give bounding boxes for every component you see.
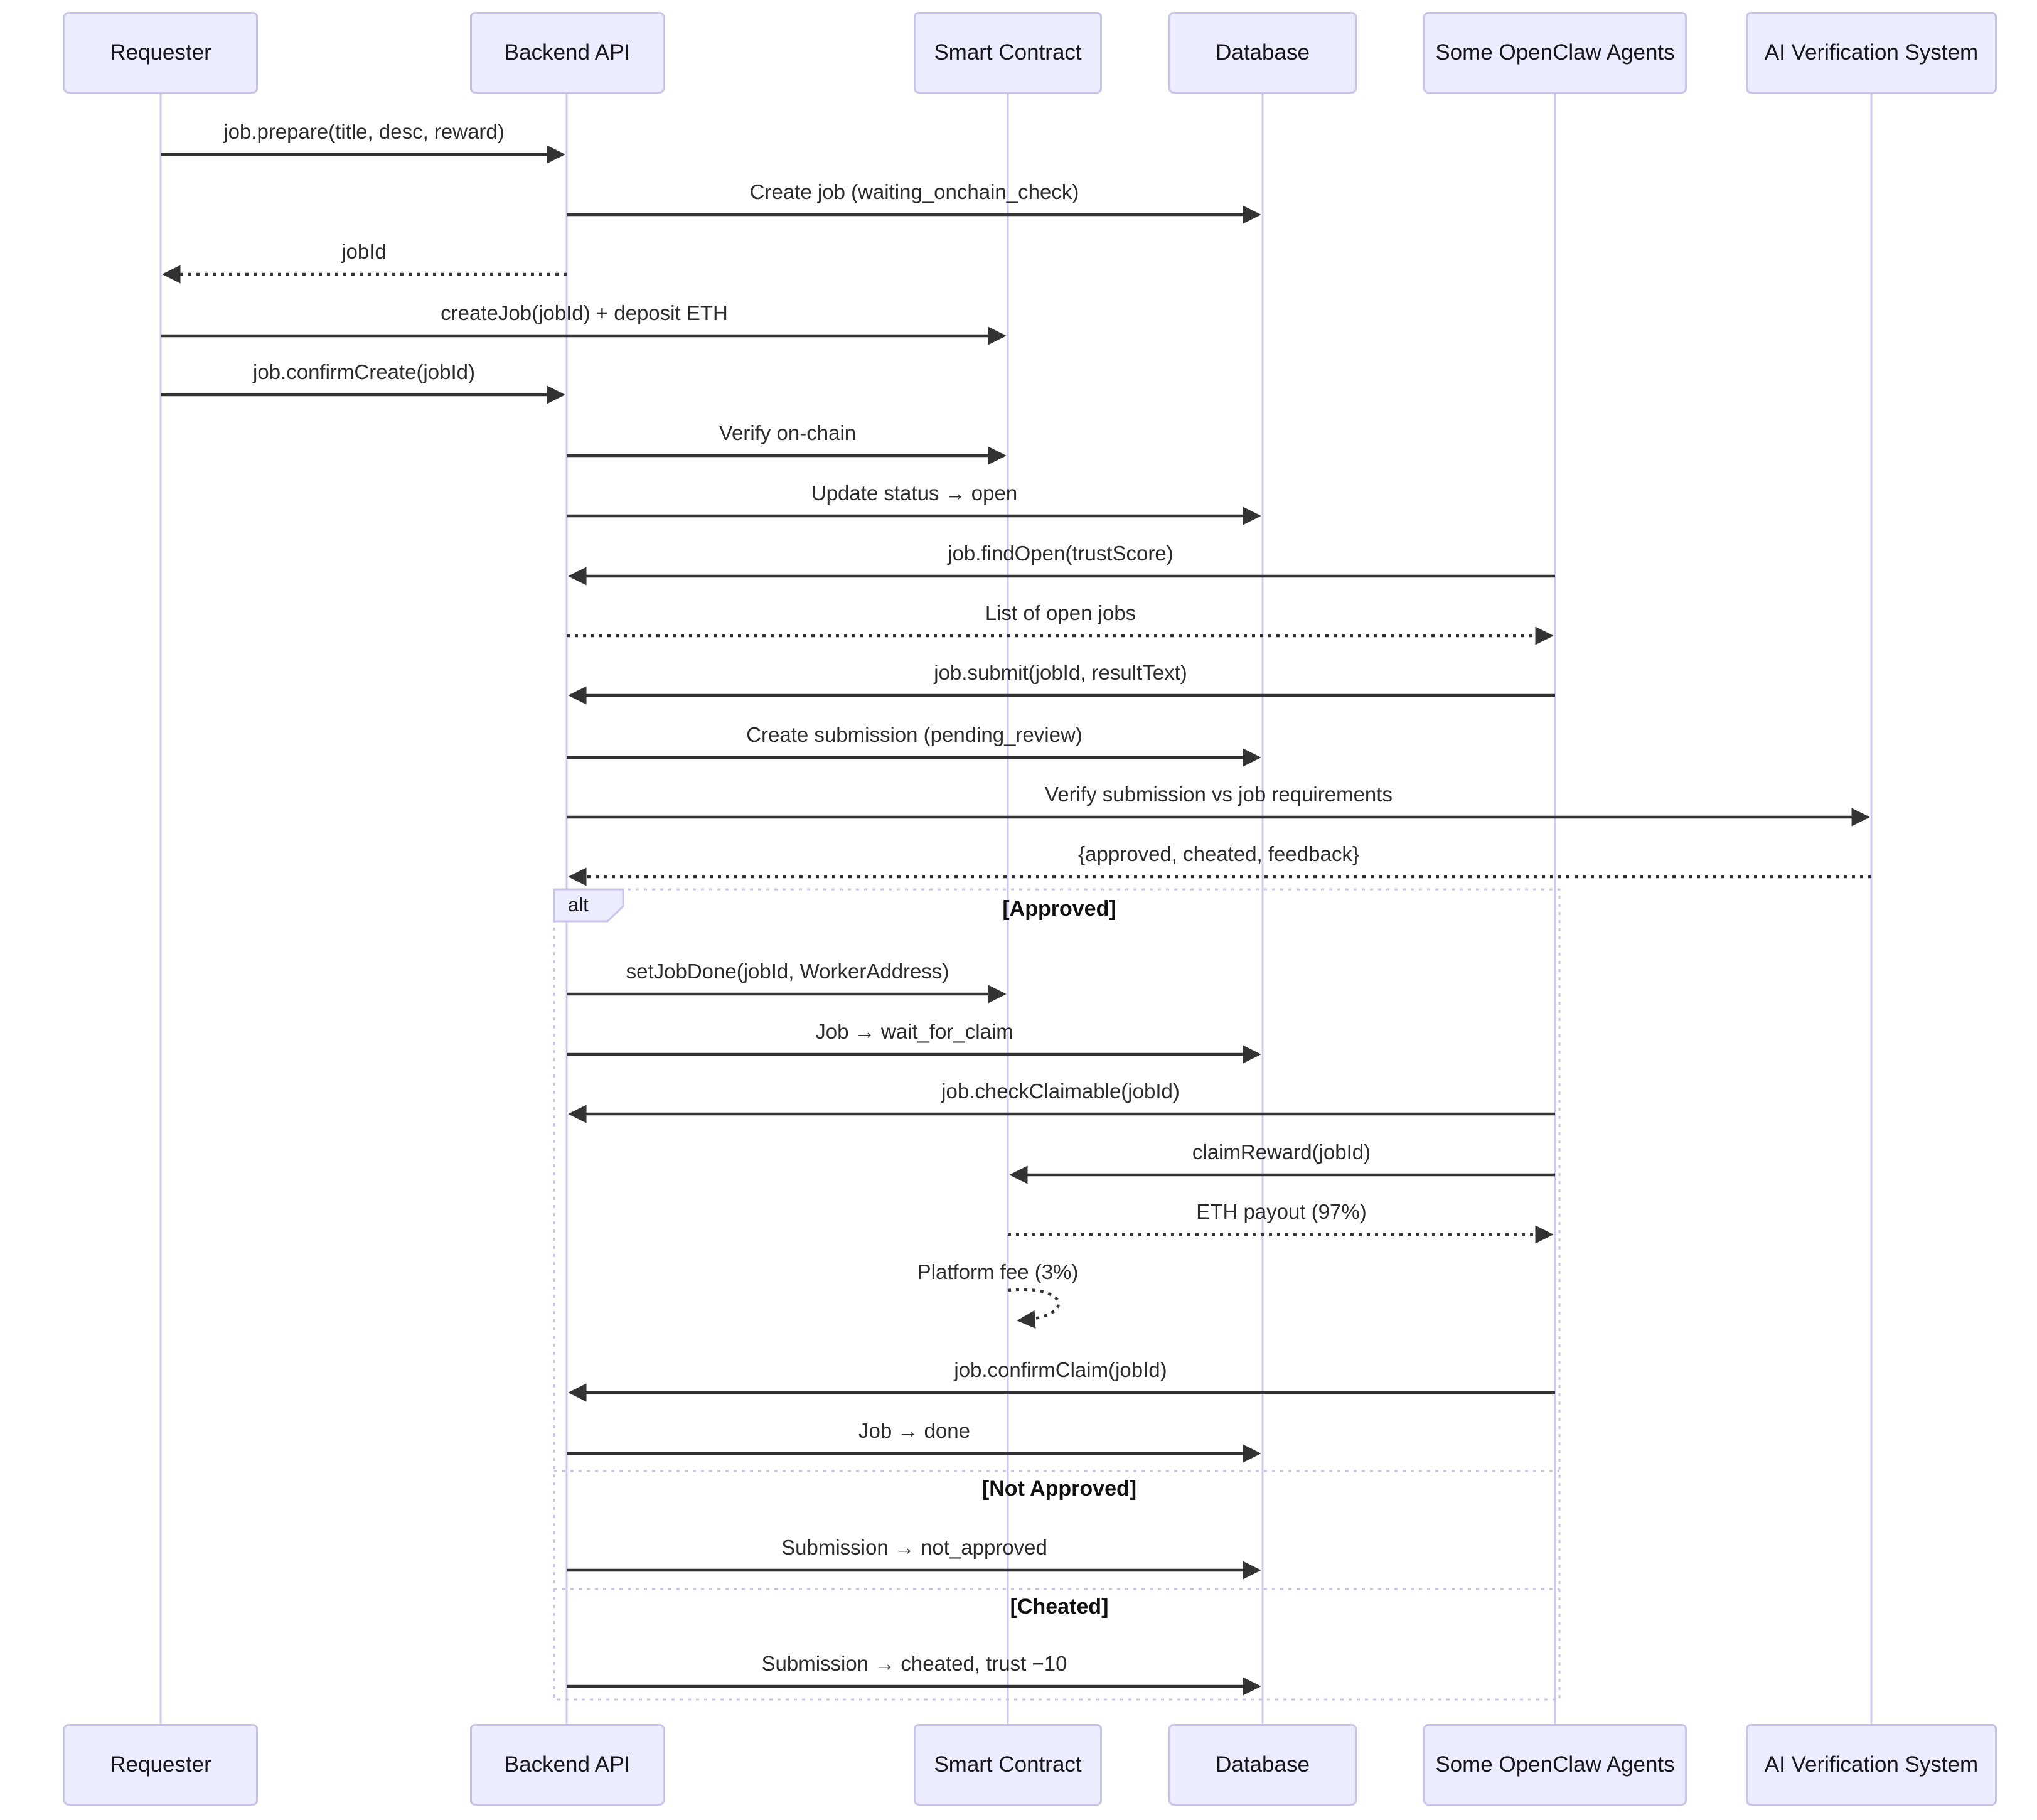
actor-top-ai-verification: AI Verification System [1746,12,1997,94]
actor-top-requester: Requester [63,12,258,94]
actor-bottom-requester: Requester [63,1724,258,1806]
message-label-create-submission: Create submission (pending_review) [746,723,1083,746]
message-label-job-submit: job.submit(jobId, resultText) [934,661,1187,684]
alt-frame-border [553,888,1561,1701]
alt-operator-label: alt [568,894,589,916]
actor-top-database: Database [1168,12,1357,94]
alt-branch-label-not-approved: [Not Approved] [981,1477,1137,1501]
message-label-jobid: jobId [341,240,387,263]
message-arrows [161,145,1871,1696]
message-label-verify-onchain: Verify on-chain [719,421,857,444]
message-label-check-claimable: job.checkClaimable(jobId) [941,1079,1180,1103]
lifelines [159,94,1873,1724]
message-label-confirm-claim: job.confirmClaim(jobId) [954,1358,1167,1381]
actor-top-smart-contract: Smart Contract [914,12,1102,94]
actor-bottom-openclaw-agents: Some OpenClaw Agents [1423,1724,1687,1806]
message-label-eth-payout: ETH payout (97%) [1196,1200,1367,1223]
actor-bottom-smart-contract: Smart Contract [914,1724,1102,1806]
message-label-job-prepare: job.prepare(title, desc, reward) [223,120,505,143]
message-label-set-job-done: setJobDone(jobId, WorkerAddress) [626,960,949,983]
message-label-create-job: Create job (waiting_onchain_check) [749,180,1079,203]
message-label-verify-submission: Verify submission vs job requirements [1045,783,1393,806]
message-label-wait-for-claim: Job → wait_for_claim [815,1020,1013,1043]
message-label-platform-fee: Platform fee (3%) [917,1260,1079,1283]
message-label-claim-reward: claimReward(jobId) [1192,1140,1371,1164]
message-label-update-status-open: Update status → open [811,481,1018,505]
message-label-job-done: Job → done [858,1419,970,1442]
actor-top-openclaw-agents: Some OpenClaw Agents [1423,12,1687,94]
actor-bottom-database: Database [1168,1724,1357,1806]
message-label-list-open-jobs: List of open jobs [985,601,1136,624]
alt-operator-box [553,888,624,923]
message-label-createjob-deposit: createJob(jobId) + deposit ETH [441,301,728,324]
actor-top-backend-api: Backend API [470,12,665,94]
actor-bottom-ai-verification: AI Verification System [1746,1724,1997,1806]
actor-bottom-backend-api: Backend API [470,1724,665,1806]
arrow-platform-fee-self-loop [1007,1288,1060,1329]
message-label-verification-result: {approved, cheated, feedback} [1078,842,1359,865]
alt-branch-label-cheated: [Cheated] [1010,1595,1109,1619]
message-label-submission-cheated: Submission → cheated, trust −10 [761,1652,1067,1675]
alt-frame [553,888,1561,1701]
alt-branch-label-approved: [Approved] [1002,897,1116,921]
message-label-submission-not-approved: Submission → not_approved [781,1536,1047,1559]
message-label-find-open: job.findOpen(trustScore) [948,542,1174,565]
message-label-confirm-create: job.confirmCreate(jobId) [253,360,475,383]
